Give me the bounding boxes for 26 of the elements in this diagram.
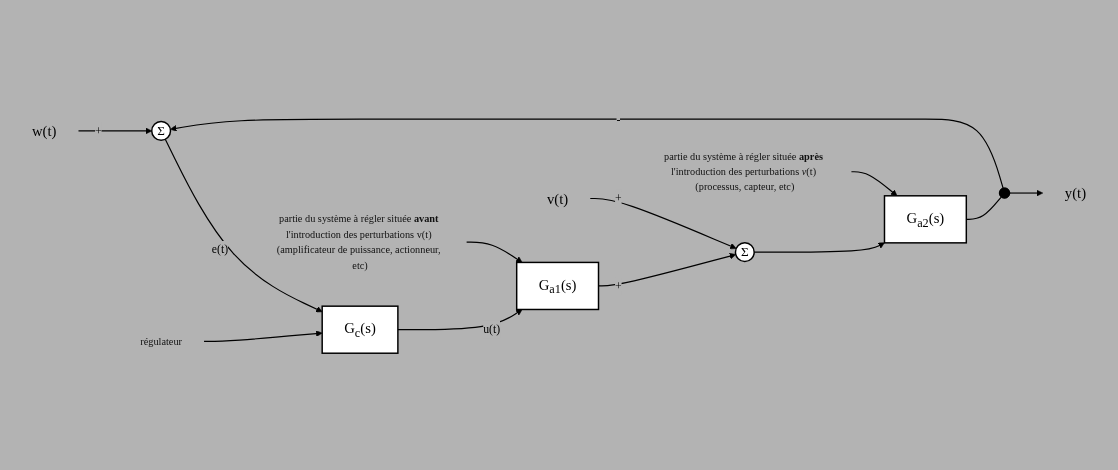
node-circle: Σ <box>151 121 172 142</box>
arrow <box>164 139 323 313</box>
arrow <box>203 330 323 343</box>
arrow <box>850 171 898 197</box>
arrow <box>77 128 153 135</box>
edge-label: + <box>95 124 102 138</box>
node-text: partie du système à régler située avant l'introduction des perturbations v(t) (amplificateur de puissance, actionneur, etc) <box>276 213 441 272</box>
arrow <box>466 242 523 264</box>
arrow <box>589 198 737 250</box>
edge-label: e(t) <box>211 243 229 257</box>
node-text: partie du système à régler située après l'introduction des perturbations v(t) (processus, capteur, etc) <box>664 151 823 194</box>
node-circle: Σ <box>734 242 755 263</box>
node-text: y(t) <box>1064 185 1087 202</box>
edge-label: + <box>615 192 622 205</box>
node-text: w(t) <box>31 123 57 140</box>
node-box: G$_{c}$(s) <box>321 305 399 355</box>
node-text: régulateur <box>140 336 182 348</box>
edge-label: + <box>615 279 622 293</box>
node-box: G$_{a2}$(s) <box>883 195 968 245</box>
edge-label: u(t) <box>483 323 501 337</box>
arrow <box>170 119 1004 190</box>
node-box: G$_{a1}$(s) <box>515 262 600 311</box>
arrow <box>397 309 523 331</box>
node-text: v(t) <box>546 190 569 208</box>
arrow <box>1009 190 1044 197</box>
edge-label: - <box>616 113 621 126</box>
